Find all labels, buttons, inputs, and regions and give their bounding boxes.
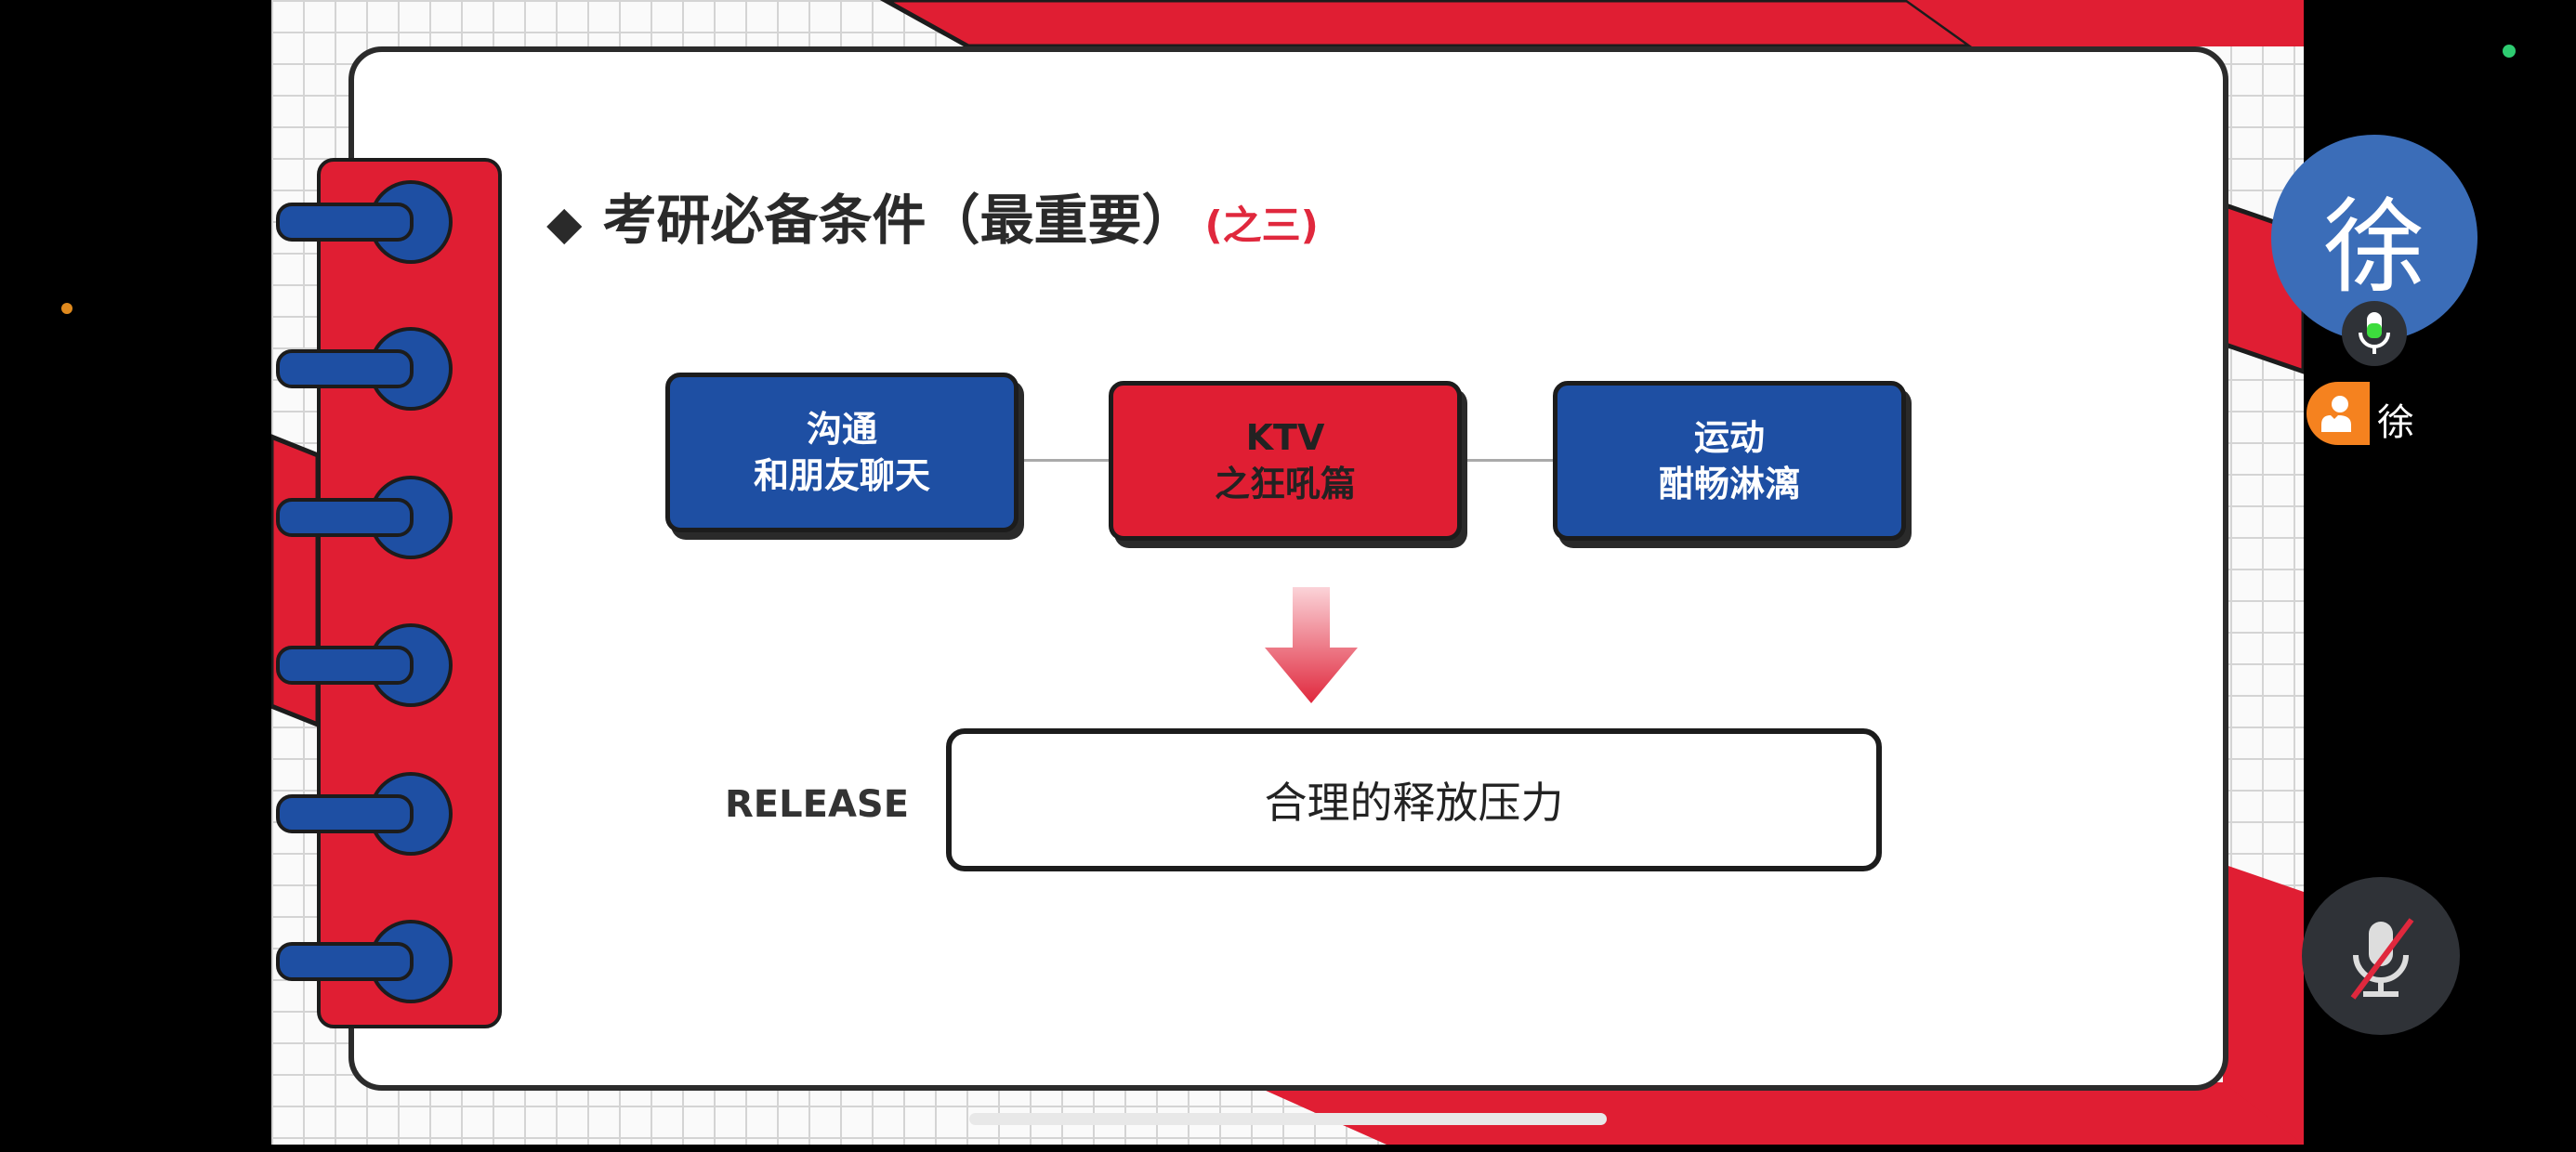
box-communication: 沟通 和朋友聊天 [665, 373, 1019, 532]
box-line1: 运动 [1693, 417, 1765, 458]
connector-line [1462, 459, 1553, 462]
slide-card [348, 46, 2228, 1091]
binder-ring-icon [276, 920, 453, 1003]
title-text: 考研必备条件（最重要） [602, 189, 1196, 252]
avatar-initial: 徐 [2323, 188, 2425, 307]
indicator-dot-icon [61, 303, 72, 314]
release-label: RELEASE [725, 783, 910, 826]
box-line2: 和朋友聊天 [753, 455, 930, 496]
status-dot-icon [2503, 45, 2516, 58]
title-suffix: (之三) [1204, 203, 1319, 248]
mic-active-icon [2342, 301, 2407, 366]
diamond-bullet-icon: ◆ [546, 196, 583, 250]
down-arrow-icon [1265, 587, 1358, 703]
release-box: 合理的释放压力 [946, 728, 1882, 871]
participant-name: 徐 [2377, 401, 2414, 444]
shared-slide [271, 0, 2304, 1145]
binder-ring-icon [276, 623, 453, 707]
binder-ring-icon [276, 180, 453, 264]
binder-strip [317, 158, 502, 1028]
binder-ring-icon [276, 327, 453, 411]
scrollbar[interactable] [969, 1113, 1607, 1125]
box-exercise: 运动 酣畅淋漓 [1553, 381, 1906, 541]
slide-title: ◆ 考研必备条件（最重要） (之三) [546, 177, 1319, 255]
box-line1: 沟通 [806, 409, 877, 450]
connector-line [1019, 459, 1109, 462]
mute-toggle-button[interactable] [2302, 877, 2460, 1035]
host-badge-icon [2307, 382, 2370, 445]
binder-ring-icon [276, 476, 453, 559]
binder-ring-icon [276, 772, 453, 856]
box-ktv: KTV 之狂吼篇 [1109, 381, 1462, 541]
box-line1: KTV [1245, 417, 1325, 458]
box-line2: 酣畅淋漓 [1658, 464, 1800, 504]
box-line2: 之狂吼篇 [1214, 464, 1356, 504]
release-text: 合理的释放压力 [1264, 778, 1564, 828]
mic-muted-icon [2350, 918, 2414, 1000]
